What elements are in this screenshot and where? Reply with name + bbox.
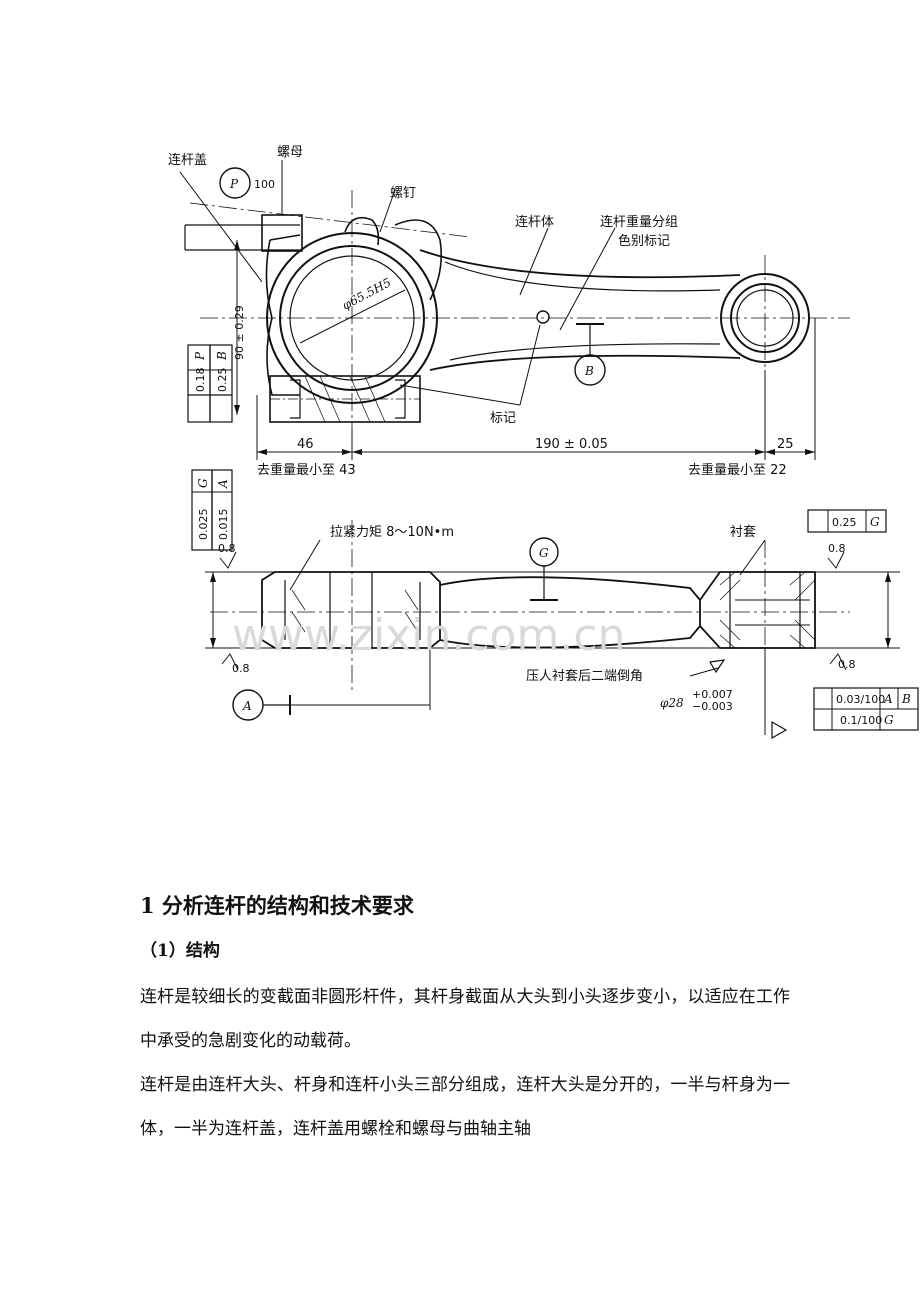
tol-par-0025-ref: G xyxy=(196,478,210,488)
tol-025: 0.25 xyxy=(216,368,229,393)
tol-par-003: 0.03/100 xyxy=(836,693,885,706)
rough-08-d: 0.8 xyxy=(838,658,856,671)
dim-190: 190 ± 0.05 xyxy=(535,437,608,452)
tol-par-0025: 0.025 xyxy=(197,509,210,541)
subsection-heading: （1）结构 xyxy=(140,941,220,961)
label-bushing: 衬套 xyxy=(730,524,756,540)
label-mark: 标记 xyxy=(490,411,516,426)
rough-08-b: 0.8 xyxy=(828,542,846,555)
datum-p: P xyxy=(229,177,239,191)
note-torque: 拉紧力矩 8～10N•m xyxy=(330,525,454,540)
label-rod-body: 连杆体 xyxy=(515,214,554,230)
rough-08-c: 0.8 xyxy=(232,662,250,675)
section-heading: 1 分析连杆的结构和技术要求 xyxy=(140,893,414,918)
label-nut: 螺母 xyxy=(277,145,303,160)
datum-g: G xyxy=(539,546,549,560)
tol-018: 0.18 xyxy=(194,368,207,393)
tol-par-003-ref1: A xyxy=(883,692,893,706)
tol-018-ref: P xyxy=(193,351,207,361)
connecting-rod-drawing xyxy=(179,160,919,740)
tol-sym-025-ref: G xyxy=(870,515,880,529)
tol-sym-025: 0.25 xyxy=(832,516,857,529)
tol-perp-0015-ref: A xyxy=(216,479,230,489)
label-p-value: 100 xyxy=(254,178,275,191)
label-weight-group: 连杆重量分组 xyxy=(600,214,678,230)
label-screw: 螺钉 xyxy=(390,186,416,201)
datum-b: B xyxy=(584,364,594,378)
dim-90: 90 ± 0.29 xyxy=(233,305,246,360)
note-remove-43: 去重量最小至 43 xyxy=(257,462,356,478)
dim-phi28-upper: +0.007 xyxy=(692,688,733,701)
label-color-mark: 色别标记 xyxy=(618,233,670,249)
tol-par-003-ref2: B xyxy=(901,692,911,706)
dim-phi28-lower: −0.003 xyxy=(692,700,733,713)
rough-08-a: 0.8 xyxy=(218,542,236,555)
watermark: www.zixin.com.cn xyxy=(232,610,625,661)
tol-perp-01: 0.1/100 xyxy=(840,714,882,727)
dim-bore: φ65.5H5 xyxy=(340,275,394,312)
label-cap: 连杆盖 xyxy=(168,152,207,168)
dim-46: 46 xyxy=(297,437,314,452)
paragraph-1: 连杆是较细长的变截面非圆形杆件，其杆身截面从大头到小头逐步变小，以适应在工作中承… xyxy=(140,987,790,1051)
tol-025-ref: B xyxy=(215,351,229,361)
document-text: 1 分析连杆的结构和技术要求 （1）结构 连杆是较细长的变截面非圆形杆件，其杆身… xyxy=(140,890,790,1151)
drawing-labels: 连杆盖 螺母 螺钉 连杆体 连杆重量分组 色别标记 标记 P 100 90 ± … xyxy=(168,145,911,727)
dim-25: 25 xyxy=(777,437,794,452)
paragraph-2: 连杆是由连杆大头、杆身和连杆小头三部分组成，连杆大头是分开的，一半与杆身为一体，… xyxy=(140,1075,790,1139)
dim-phi28: φ28 xyxy=(660,696,684,710)
datum-a: A xyxy=(242,699,252,713)
note-chamfer: 压人衬套后二端倒角 xyxy=(526,668,643,684)
tol-perp-01-ref: G xyxy=(884,713,894,727)
tol-perp-0015: 0.015 xyxy=(217,509,230,541)
note-remove-22: 去重量最小至 22 xyxy=(688,462,787,478)
